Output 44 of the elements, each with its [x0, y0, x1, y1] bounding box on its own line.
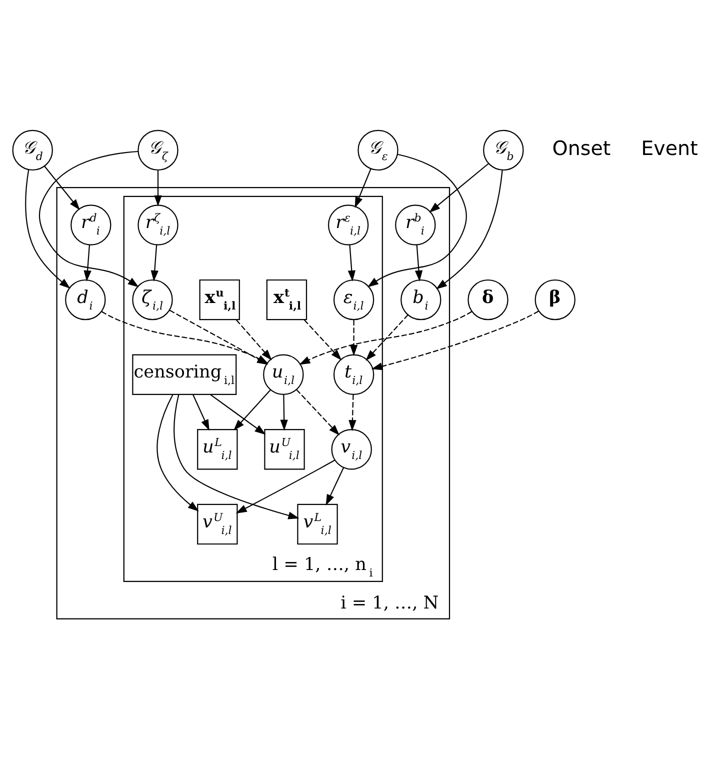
arrow [150, 244, 158, 282]
node-box: censoring$_{i,l}$ [132, 354, 237, 395]
node-circle: v$_{i,l}$ [331, 429, 372, 470]
arrow [429, 163, 489, 213]
arrow [350, 320, 358, 356]
node-circle: β [534, 279, 576, 320]
arrow [156, 394, 199, 512]
arrow [38, 150, 139, 288]
arrow [236, 320, 272, 360]
node-circle: b$_{i}$ [400, 279, 442, 320]
arrow [326, 467, 344, 506]
label: Event [641, 137, 698, 160]
arrow [414, 244, 423, 282]
label: Onset [552, 137, 611, 160]
node-circle: ζ$_{i,l}$ [132, 279, 173, 320]
node-circle: 𝒢$_{d}$ [12, 130, 53, 171]
arrow [366, 314, 408, 361]
arrow [210, 394, 266, 435]
node-circle: u$_{i,l}$ [263, 354, 304, 395]
arrow [304, 320, 342, 360]
arrow [236, 460, 336, 514]
arrow [44, 166, 80, 210]
node-circle: t$_{i,l}$ [333, 354, 374, 395]
arrow [367, 154, 467, 288]
arrow [234, 390, 271, 431]
arrow [154, 170, 162, 206]
arrow [280, 394, 288, 431]
arrow [192, 394, 210, 431]
arrow [348, 394, 356, 432]
arrow [84, 244, 92, 282]
arrow [436, 170, 503, 290]
node-circle: δ [468, 279, 508, 320]
arrow [371, 310, 539, 370]
node-circle: d$_{i}$ [65, 279, 106, 320]
node-circle: 𝒢$_{b}$ [483, 130, 524, 171]
node-circle: 𝒢$_{ε}$ [358, 130, 398, 171]
node-circle: ε$_{i,l}$ [333, 279, 374, 320]
arrow [25, 170, 70, 289]
arrow [174, 394, 300, 520]
arrow [299, 311, 472, 365]
arrow [348, 244, 356, 282]
node-circle: 𝒢$_{ζ}$ [138, 130, 178, 171]
arrow [354, 168, 372, 208]
arrow [296, 389, 340, 436]
